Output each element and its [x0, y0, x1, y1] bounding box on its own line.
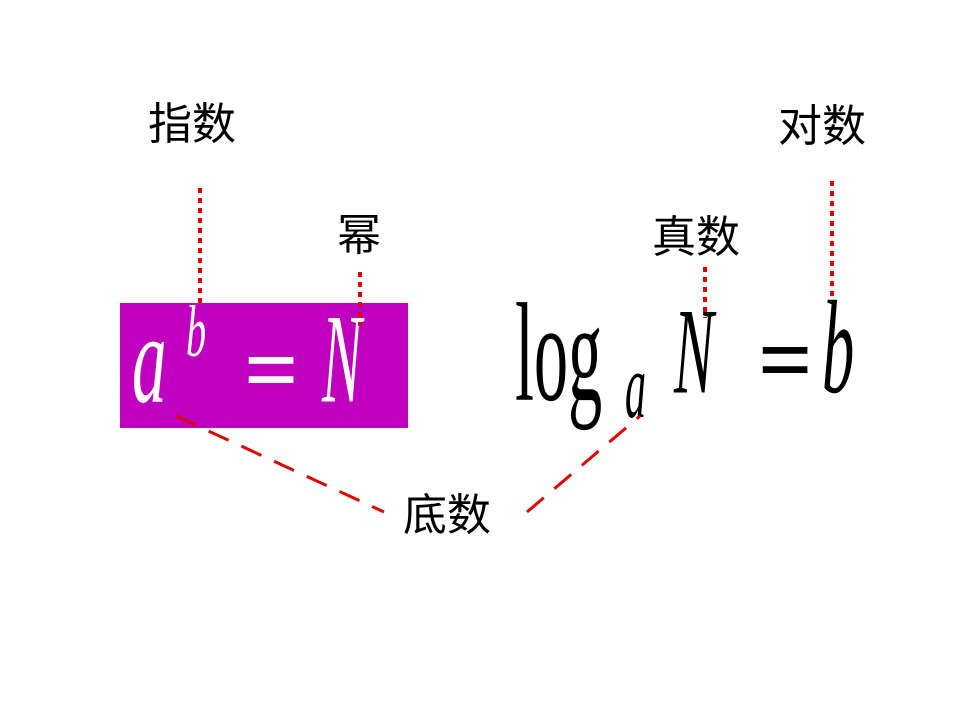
exponential-base-connector: [175, 414, 385, 514]
exponential-equals-sign: =: [244, 316, 299, 423]
exponential-power-symbol: N: [322, 288, 362, 430]
antilogarithm-label: 真数: [652, 212, 740, 263]
exponential-base-symbol: a: [132, 288, 167, 430]
log-equals-sign: =: [758, 306, 813, 413]
exponent-label: 指数: [148, 99, 236, 150]
power-label: 幂: [337, 210, 381, 261]
log-antilogarithm-symbol: N: [674, 282, 714, 420]
logarithm-label: 对数: [778, 101, 866, 152]
log-result-symbol: b: [822, 274, 855, 422]
base-label: 底数: [403, 490, 491, 541]
log-operator: log: [515, 274, 603, 431]
log-base-connector: [526, 414, 641, 514]
exponential-exponent-symbol: b: [186, 292, 207, 373]
log-base-symbol: a: [625, 334, 647, 438]
